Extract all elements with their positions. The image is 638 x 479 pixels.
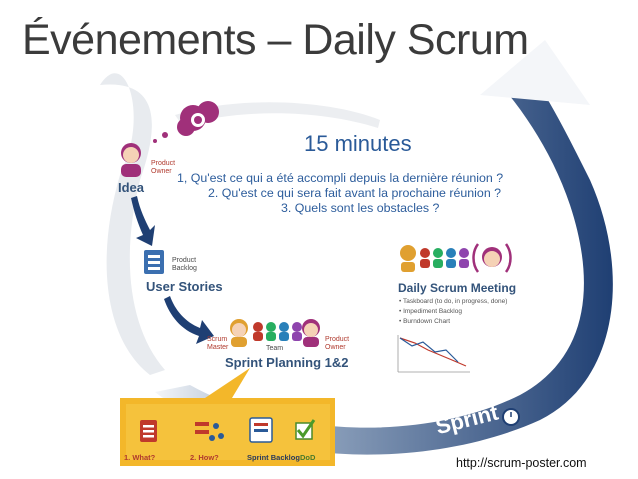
dod-checkmark-icon [295,419,316,440]
question-2: 2. Qu'est ce qui sera fait avant la proc… [208,186,502,200]
arrow-down-2 [164,296,214,344]
scrum-master-avatar-icon [230,319,248,347]
daily-scrum-meeting-label: Daily Scrum Meeting [398,281,517,295]
arrow-down-1 [131,196,155,246]
sprint-backlog-icon [249,417,273,443]
timebox-label: 15 minutes [304,131,412,156]
product-owner-planning-avatar-icon [302,319,320,347]
question-3: 3. Quels sont les obstacles ? [281,201,440,215]
daily-scrum-bullet-3: • Burndown Chart [399,318,451,325]
step-sprint-backlog: Sprint Backlog [247,453,300,462]
product-backlog-icon [144,250,164,274]
step-how: 2. How? [190,453,219,462]
idea-cloud-icon [153,101,219,143]
idea-label: Idea [118,180,145,195]
product-owner-avatar-icon [121,143,141,177]
question-1: 1, Qu'est ce qui a été accompli depuis l… [177,171,504,185]
planning-callout-inner [126,404,330,460]
sprint-loop-arrowhead [480,40,590,105]
step-what: 1. What? [124,453,156,462]
team-label: Team [266,345,284,352]
flow-swoosh-left [100,73,165,375]
flow-swoosh-top [175,102,380,128]
user-stories-label: User Stories [146,279,223,294]
daily-scrum-team-icon [400,243,512,273]
burndown-chart-icon [397,335,470,373]
stopwatch-icon [502,408,520,426]
what-backlog-icon [140,420,157,442]
planning-product-owner-label: Product Owner [325,336,350,351]
how-tasks-icon [195,422,224,441]
daily-scrum-bullet-1: • Taskboard (to do, in progress, done) [399,298,508,305]
daily-scrum-bullet-2: • Impediment Backlog [399,308,462,315]
scrum-master-label: Scrum Master [207,336,229,351]
product-backlog-label: Product Backlog [172,257,197,272]
source-url: http://scrum-poster.com [456,456,587,470]
sprint-planning-label: Sprint Planning 1&2 [225,355,349,370]
step-dod: DoD [300,453,316,462]
team-avatars-icon [253,322,302,341]
idea-role-label: Product Owner [151,160,176,175]
page-title: Événements – Daily Scrum [22,16,529,64]
